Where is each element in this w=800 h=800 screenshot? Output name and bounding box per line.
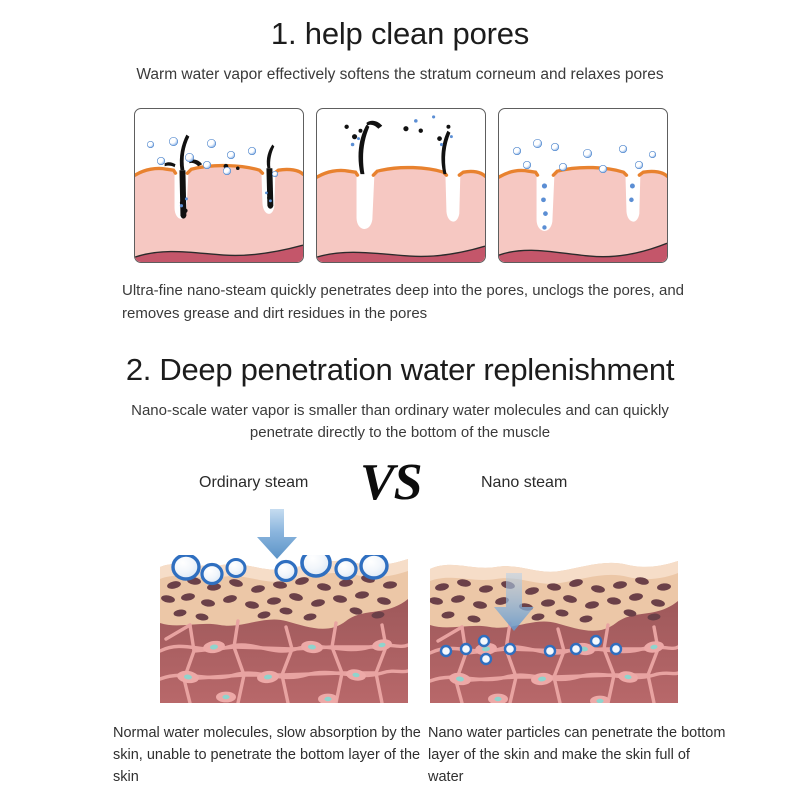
- water-droplet: [157, 157, 165, 165]
- comparison-label-row: Ordinary steam VS Nano steam: [0, 454, 800, 511]
- water-droplet: [533, 139, 542, 148]
- section-1-title: 1. help clean pores: [270, 16, 530, 51]
- water-droplet: [227, 151, 235, 159]
- water-droplet: [599, 165, 607, 173]
- water-droplet: [523, 161, 531, 169]
- water-droplet: [223, 167, 231, 175]
- nano-particle: [439, 634, 623, 666]
- water-droplet: [203, 161, 211, 169]
- water-droplet: [513, 147, 521, 155]
- clean-pores-panel: [498, 108, 668, 263]
- nano-steam-diagram: [430, 555, 678, 703]
- water-droplet: [185, 153, 194, 162]
- nano-steam-label: Nano steam: [481, 474, 568, 491]
- ordinary-steam-diagram: [160, 555, 408, 703]
- section-2-subtitle: Nano-scale water vapor is smaller than o…: [131, 402, 669, 441]
- water-droplet: [207, 139, 216, 148]
- water-droplet: [583, 149, 592, 158]
- nano-steam-caption: Nano water particles can penetrate the b…: [428, 725, 726, 786]
- section-2-title: 2. Deep penetration water replenishment: [125, 352, 675, 387]
- pore-illustration-row: [134, 108, 668, 263]
- water-droplet: [551, 143, 559, 151]
- water-droplet: [619, 145, 627, 153]
- skin-cross-section-3: [499, 109, 667, 262]
- water-droplet: [635, 161, 643, 169]
- water-droplet: [147, 141, 154, 148]
- down-arrow-icon: [255, 509, 299, 561]
- water-droplet: [559, 163, 567, 171]
- water-droplet: [272, 171, 278, 177]
- section-1-subtitle: Warm water vapor effectively softens the…: [136, 66, 664, 83]
- skin-cross-section-1: [135, 109, 303, 262]
- vs-label: VS: [360, 454, 423, 511]
- clogged-pores-panel: [134, 108, 304, 263]
- large-water-molecule: [171, 555, 389, 586]
- ordinary-steam-label: Ordinary steam: [199, 474, 309, 491]
- water-droplet: [248, 147, 256, 155]
- ordinary-steam-caption: Normal water molecules, slow absorption …: [113, 725, 421, 786]
- section-1-note: Ultra-fine nano-steam quickly penetrates…: [122, 282, 685, 322]
- dirt-lifting-panel: [316, 108, 486, 263]
- penetrating-arrow-icon: [494, 573, 534, 631]
- skin-cross-section-2: [317, 109, 485, 262]
- water-droplet: [649, 151, 656, 158]
- water-droplet: [169, 137, 178, 146]
